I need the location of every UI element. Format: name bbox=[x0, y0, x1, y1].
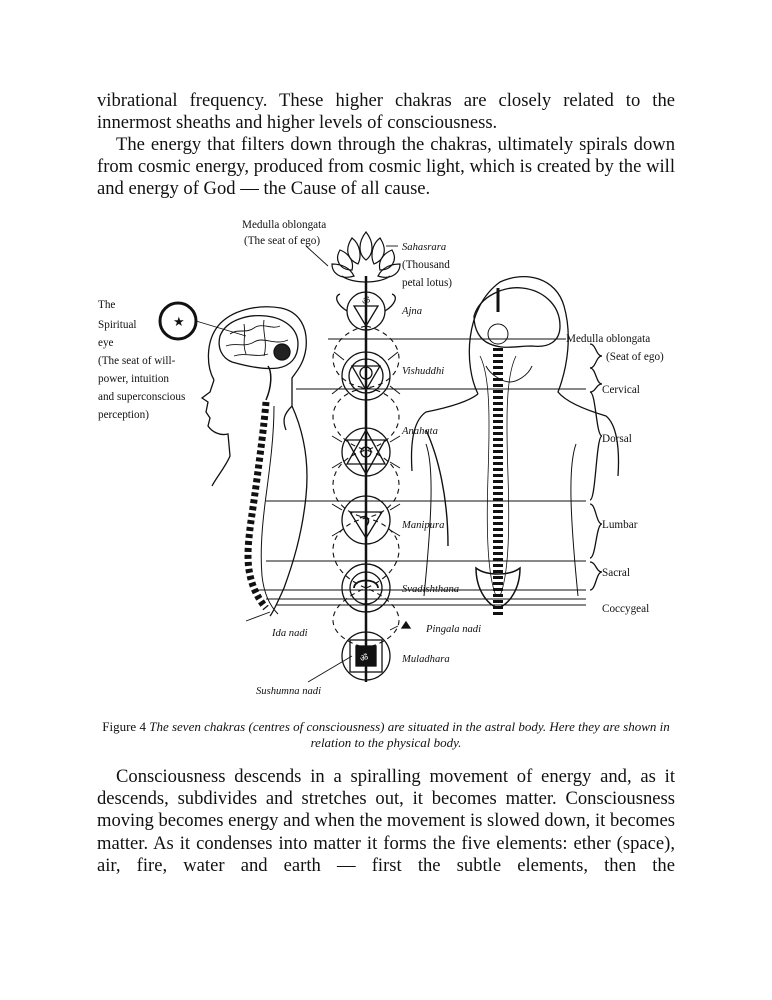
bracket-dorsal bbox=[589, 391, 603, 501]
label-thousand-2: petal lotus) bbox=[402, 277, 452, 289]
svadishthana-chakra-icon bbox=[341, 563, 391, 613]
sahasrara-lotus-icon bbox=[331, 231, 401, 283]
label-medulla-right-1: Medulla oblongata bbox=[566, 333, 650, 345]
manipura-chakra-icon bbox=[331, 495, 401, 545]
back-figure-outline bbox=[410, 275, 620, 477]
label-coccygeal: Coccygeal bbox=[602, 603, 649, 615]
label-spiritual-4: (The seat of will- bbox=[98, 355, 176, 367]
figure-caption: Figure 4 The seven chakras (centres of c… bbox=[97, 719, 675, 751]
bracket-lumbar bbox=[589, 503, 603, 559]
back-brain bbox=[473, 287, 561, 348]
label-cervical: Cervical bbox=[602, 384, 640, 396]
face-profile bbox=[200, 379, 231, 487]
left-spine bbox=[244, 401, 270, 611]
bracket-cervical bbox=[589, 367, 603, 393]
label-lumbar: Lumbar bbox=[602, 519, 638, 531]
label-spiritual-1: The bbox=[98, 299, 115, 311]
back-neck bbox=[283, 405, 293, 431]
label-spiritual-3: eye bbox=[98, 337, 114, 349]
paragraph-3: Consciousness descends in a spiralling m… bbox=[97, 766, 676, 876]
vishuddhi-chakra-icon bbox=[331, 342, 401, 401]
brain bbox=[218, 314, 299, 370]
label-svadishthana: Svadishthana bbox=[402, 584, 459, 595]
svg-text:ॐ: ॐ bbox=[362, 296, 370, 306]
svg-text:ॐ: ॐ bbox=[360, 653, 368, 663]
label-anahata: Anahata bbox=[401, 426, 438, 437]
label-muladhara: Muladhara bbox=[401, 654, 450, 665]
label-medulla-left-1: Medulla oblongata bbox=[242, 219, 326, 231]
label-sacral: Sacral bbox=[602, 567, 630, 579]
medulla-left bbox=[265, 365, 272, 401]
label-spiritual-6: and superconscious bbox=[98, 391, 185, 403]
label-spiritual-5: power, intuition bbox=[98, 373, 169, 385]
svg-text:★: ★ bbox=[173, 315, 185, 330]
chakra-figure: ★ bbox=[96, 216, 676, 698]
bracket-sacral bbox=[589, 561, 603, 591]
label-ida: Ida nadi bbox=[271, 628, 308, 639]
label-vishuddhi: Vishuddhi bbox=[402, 366, 444, 377]
bracket-medulla bbox=[589, 343, 603, 369]
muladhara-chakra-icon: ॐ bbox=[341, 631, 391, 681]
label-ajna: Ajna bbox=[401, 306, 422, 317]
ajna-chakra-icon: ॐ bbox=[336, 291, 396, 331]
caption-prefix: Figure 4 bbox=[102, 719, 146, 734]
label-medulla-left-2: (The seat of ego) bbox=[244, 235, 320, 247]
label-spiritual-7: perception) bbox=[98, 409, 149, 421]
label-thousand-1: (Thousand bbox=[402, 259, 450, 271]
label-sushumna: Sushumna nadi bbox=[256, 686, 321, 697]
ida-nadi-path bbox=[332, 325, 400, 649]
label-manipura: Manipura bbox=[401, 520, 444, 531]
head-profile-outline bbox=[207, 306, 308, 617]
sacrum bbox=[475, 566, 521, 609]
label-pingala: Pingala nadi bbox=[425, 624, 481, 635]
chakra-diagram: ★ bbox=[98, 219, 664, 697]
paragraph-1: vibrational frequency. These higher chak… bbox=[97, 90, 675, 134]
label-medulla-right-2: (Seat of ego) bbox=[606, 351, 664, 363]
label-spiritual-2: Spiritual bbox=[98, 319, 137, 331]
label-sahasrara: Sahasrara bbox=[402, 242, 446, 253]
pingala-nadi-path bbox=[332, 325, 400, 649]
anahata-chakra-icon bbox=[331, 420, 401, 484]
caption-text: The seven chakras (centres of consciousn… bbox=[149, 719, 670, 750]
paragraph-2: The energy that filters down through the… bbox=[97, 134, 675, 200]
label-dorsal: Dorsal bbox=[602, 433, 632, 445]
